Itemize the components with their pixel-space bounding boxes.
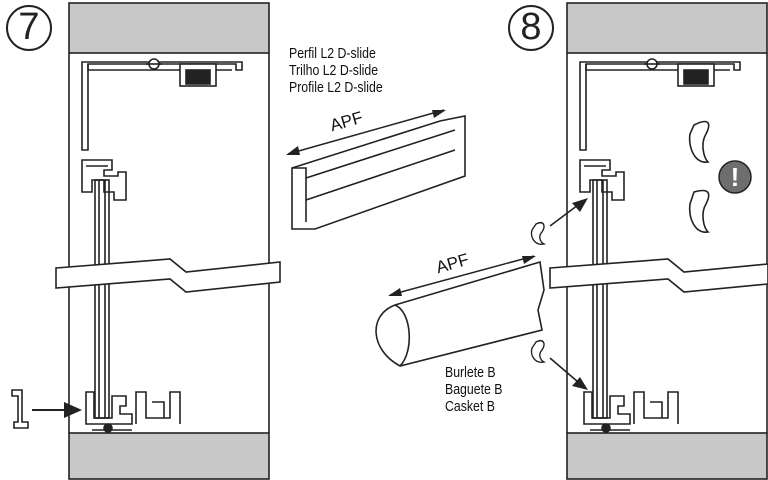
- gasket-detail-top: [688, 120, 710, 163]
- ceiling-slab: [68, 2, 270, 54]
- ceiling-slab: [566, 2, 768, 54]
- step-number-7: 7: [6, 5, 52, 51]
- apf-dimension-a: [286, 109, 446, 155]
- gasket-profile-bottom: [530, 340, 547, 363]
- bottom-clamp: [85, 391, 133, 425]
- bottom-clamp: [583, 391, 631, 425]
- floor-slab: [566, 432, 768, 480]
- glass-panel: [94, 179, 110, 419]
- bottom-guide: [633, 391, 679, 424]
- wall-right: [566, 53, 768, 433]
- profile-label-pt: Trilho L2 D-slide: [289, 62, 379, 79]
- warning-icon: !: [730, 162, 740, 192]
- top-track: [81, 61, 243, 151]
- insert-arrow-bottom: [549, 357, 588, 390]
- break-band-a: [55, 258, 281, 293]
- bottom-guide: [135, 391, 181, 424]
- profile-label-en: Profile L2 D-slide: [289, 79, 383, 96]
- gasket-piece: [375, 260, 545, 367]
- profile-label-es: Perfil L2 D-slide: [289, 45, 376, 62]
- gasket-label-pt: Baguete B: [445, 381, 503, 398]
- break-band-b: [549, 258, 768, 293]
- top-clamp: [81, 159, 127, 201]
- top-clamp: [579, 159, 625, 201]
- glass-panel: [592, 179, 608, 419]
- step-number-8: 8: [508, 5, 554, 51]
- panel-7: [68, 2, 270, 480]
- gasket-label-en: Casket B: [445, 398, 495, 415]
- top-track: [579, 61, 741, 151]
- floor-slab: [68, 432, 270, 480]
- profile-piece: [291, 115, 466, 230]
- gasket-profile-top: [530, 222, 547, 245]
- loose-profile: [11, 389, 29, 429]
- gasket-detail-bottom: [688, 189, 710, 233]
- insert-arrow-top: [549, 198, 588, 227]
- warning-badge: [718, 160, 752, 194]
- wall-left: [68, 53, 270, 433]
- apf-dimension-b: [388, 255, 536, 296]
- panel-8: [566, 2, 768, 480]
- insert-arrow-a: [32, 402, 82, 418]
- gasket-label-es: Burlete B: [445, 364, 496, 381]
